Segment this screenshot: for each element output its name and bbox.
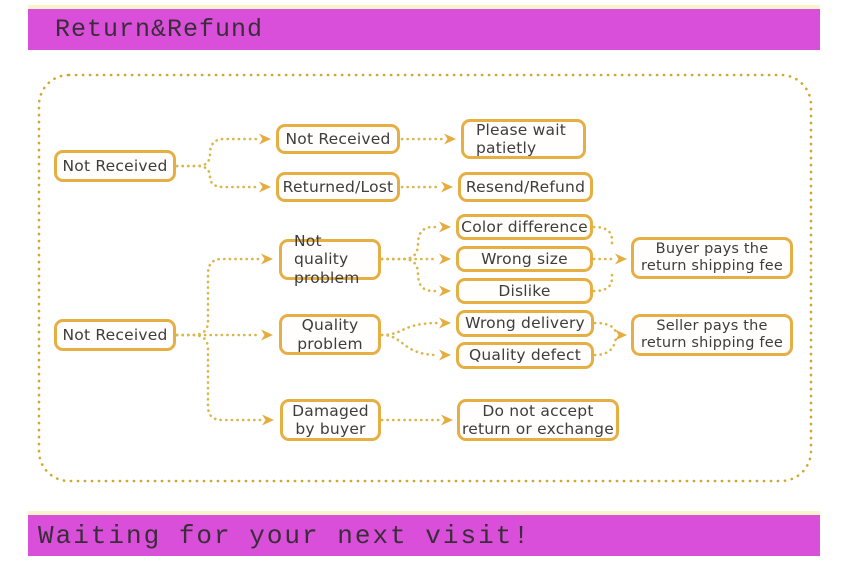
footer-bar: Waiting for your next visit! [28, 511, 820, 556]
node-seller-pays: Seller pays the return shipping fee [631, 314, 793, 356]
node-quality-problem: Quality problem [279, 314, 381, 355]
edge-nr3-damaged [175, 333, 263, 422]
node-color-difference: Color difference [456, 214, 593, 240]
arrow-icon [262, 414, 274, 426]
node-quality-defect: Quality defect [456, 342, 594, 369]
edge-qualitydefect-seller [593, 335, 618, 357]
arrow-icon [259, 133, 271, 145]
node-wrong-delivery: Wrong delivery [456, 310, 594, 337]
arrowheads [259, 133, 627, 426]
arrow-icon [439, 221, 451, 233]
edge-notquality-color [380, 225, 441, 261]
node-not-received-2: Not Received [276, 124, 400, 154]
arrow-icon [441, 181, 453, 193]
node-not-quality-problem: Not quality problem [279, 232, 381, 287]
arrow-icon [615, 329, 627, 341]
node-resend-refund: Resend/Refund [458, 172, 593, 202]
edge-color-buyer [592, 225, 614, 249]
arrow-icon [439, 317, 451, 329]
edge-quality-wrongdelivery [380, 321, 440, 337]
node-not-received-3: Not Received [54, 319, 176, 351]
flowchart-dotted-border [37, 73, 813, 483]
edge-quality-qualitydefect [380, 333, 440, 357]
arrow-icon [259, 181, 271, 193]
header-bar: Return&Refund [28, 5, 820, 50]
node-do-not-accept: Do not accept return or exchange [457, 399, 619, 441]
node-please-wait: Please wait patietly [461, 119, 586, 159]
node-not-received-1: Not Received [54, 150, 176, 182]
arrow-icon [615, 253, 627, 265]
node-buyer-pays: Buyer pays the return shipping fee [631, 237, 793, 279]
edge-nr1-nr2 [175, 137, 260, 168]
edge-nr3-notquality [175, 257, 262, 337]
node-damaged-by-buyer: Damaged by buyer [280, 399, 381, 441]
arrow-icon [441, 414, 453, 426]
edge-notquality-dislike [380, 257, 441, 293]
arrow-icon [439, 285, 451, 297]
node-dislike: Dislike [456, 278, 593, 304]
page-title: Return&Refund [55, 15, 264, 44]
node-returned-lost: Returned/Lost [276, 172, 400, 202]
arrow-icon [439, 253, 451, 265]
arrow-icon [439, 349, 451, 361]
arrow-icon [261, 253, 273, 265]
arrow-icon [261, 329, 273, 341]
footer-message: Waiting for your next visit! [38, 520, 531, 551]
edge-dislike-buyer [592, 269, 614, 293]
arrow-icon [444, 133, 456, 145]
edge-nr1-returnedlost [175, 164, 260, 189]
edge-wrongdelivery-seller [593, 321, 618, 335]
node-wrong-size: Wrong size [456, 246, 593, 272]
